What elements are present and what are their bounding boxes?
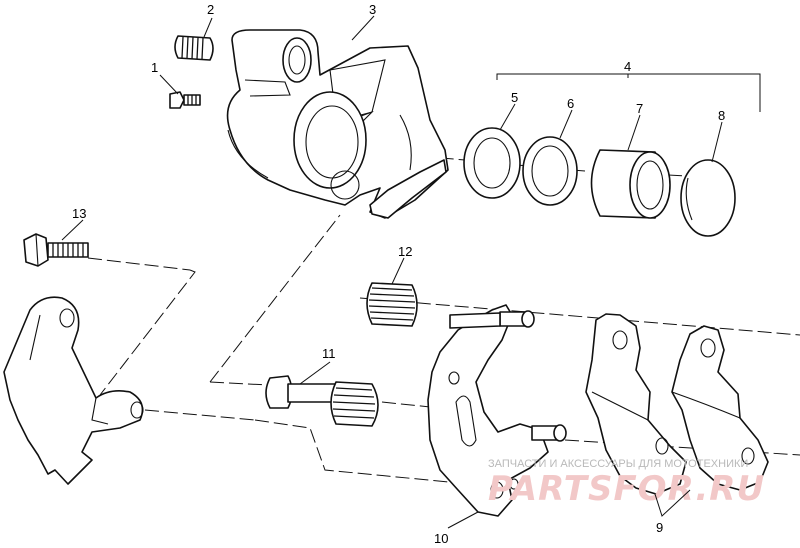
part-6-seal — [522, 136, 578, 206]
callout-4-bracket — [496, 73, 761, 112]
callout-8: 8 — [718, 108, 725, 123]
part-9-brake-pads — [585, 313, 769, 495]
callout-7: 7 — [636, 101, 643, 116]
callout-10: 10 — [434, 531, 448, 546]
watermark-caption: ЗАПЧАСТИ И АКСЕССУАРЫ ДЛЯ МОТОТЕХНИКИ — [488, 458, 748, 470]
callout-11: 11 — [322, 346, 336, 361]
leader-lines — [61, 15, 723, 529]
callout-9: 9 — [656, 520, 663, 535]
callout-1: 1 — [151, 60, 158, 75]
callout-5: 5 — [511, 90, 518, 105]
callout-labels: 1 2 3 4 5 6 7 8 9 10 11 12 13 — [72, 2, 725, 546]
part-5-seal — [463, 127, 521, 199]
callout-2: 2 — [207, 2, 214, 17]
mounting-bracket — [3, 296, 144, 485]
part-13-bolt — [23, 233, 89, 267]
part-2-bleeder-screw — [174, 35, 214, 61]
part-3-caliper-body — [226, 29, 449, 219]
watermark-brand: PARTSFOR.RU — [488, 469, 765, 509]
part-12-sleeve — [366, 282, 418, 327]
part-10-support-bracket — [427, 304, 567, 517]
callout-13: 13 — [72, 206, 86, 221]
part-7-piston — [590, 149, 671, 219]
watermark: ЗАПЧАСТИ И АКСЕССУАРЫ ДЛЯ МОТОТЕХНИКИ PA… — [488, 458, 765, 509]
callout-12: 12 — [398, 244, 412, 259]
callout-4: 4 — [624, 59, 631, 74]
part-11-pin — [265, 375, 379, 427]
callout-3: 3 — [369, 2, 376, 17]
part-8-cap — [680, 159, 736, 237]
callout-6: 6 — [567, 96, 574, 111]
part-1-screw — [169, 91, 201, 109]
